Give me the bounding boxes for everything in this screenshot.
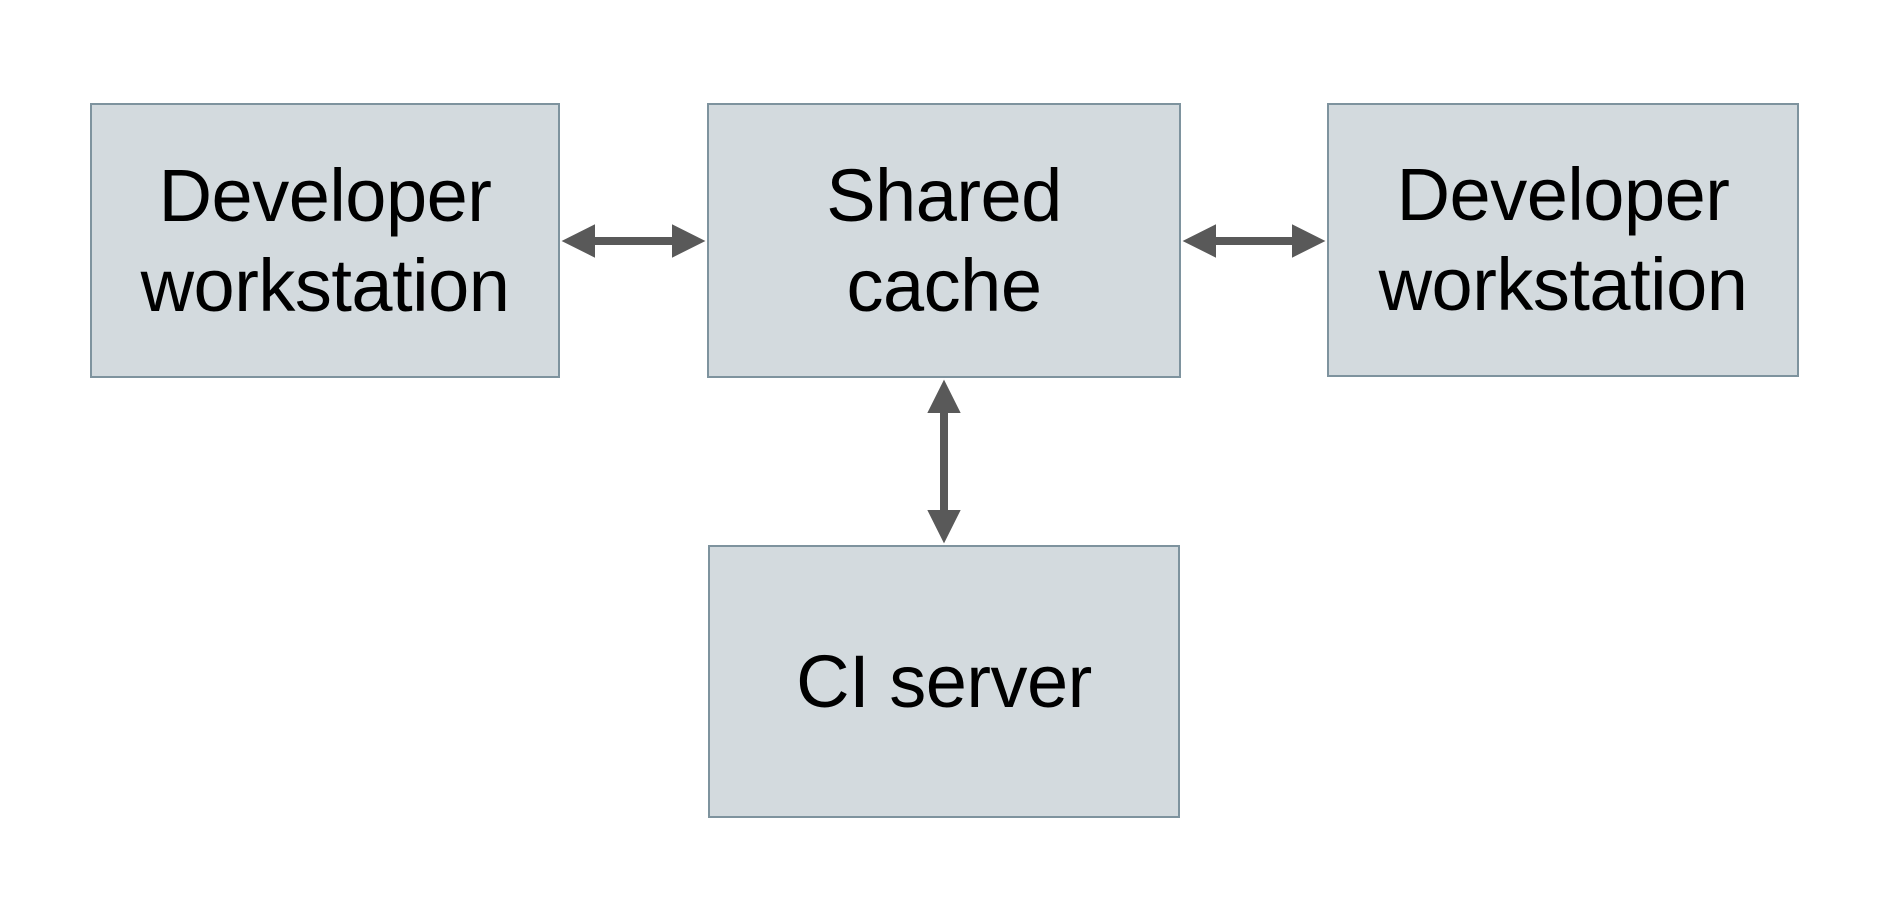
node-developer-workstation-left: Developer workstation: [90, 103, 560, 378]
node-label-line: Shared: [826, 153, 1062, 237]
node-label-line: workstation: [140, 243, 510, 327]
node-label-line: CI server: [796, 639, 1092, 723]
node-ci-server: CI server: [708, 545, 1180, 818]
node-label-line: Developer: [158, 153, 492, 237]
node-label-line: Developer: [1396, 153, 1730, 236]
node-developer-workstation-right: Developer workstation: [1327, 103, 1799, 377]
node-shared-cache: Shared cache: [707, 103, 1181, 378]
node-label-line: workstation: [1378, 243, 1748, 326]
node-label-line: cache: [846, 243, 1042, 327]
